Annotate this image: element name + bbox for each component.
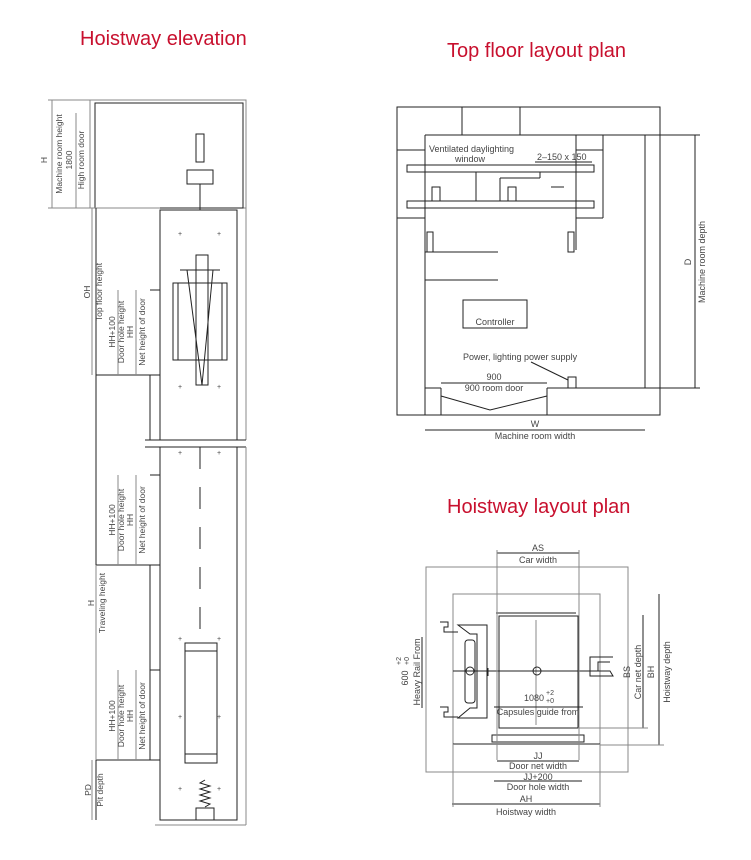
title-hoistway-elevation: Hoistway elevation bbox=[80, 28, 247, 50]
label-w: W bbox=[531, 419, 540, 429]
label-window-size: 2–150 x 150 bbox=[537, 152, 587, 162]
label-hh100: HH+100 bbox=[107, 504, 117, 536]
power-supply-box bbox=[567, 376, 577, 389]
label-rail-tol-zero: +0 bbox=[404, 657, 411, 665]
label-door-hole-height: Door hole height bbox=[116, 488, 126, 551]
car-outline bbox=[498, 615, 579, 729]
counterweight-plan bbox=[464, 639, 476, 704]
label-door-hole-width: Door hole width bbox=[507, 782, 570, 792]
label-hh100: HH+100 bbox=[107, 316, 117, 348]
label-window-2: window bbox=[454, 154, 486, 164]
label-net-height-door: Net height of door bbox=[137, 682, 147, 750]
elevator-car bbox=[172, 282, 228, 361]
beam bbox=[406, 164, 595, 173]
svg-text:+: + bbox=[178, 231, 182, 238]
hoistway-plan: AS Car width 600 +2 +0 Heavy Rail From 1… bbox=[396, 543, 672, 817]
label-door-hole-height: Door hole height bbox=[116, 300, 126, 363]
label-machine-room-height: Machine room height bbox=[54, 114, 64, 194]
label-window: Ventilated daylighting bbox=[429, 144, 514, 154]
label-hh: HH bbox=[125, 514, 135, 526]
shaft-upper bbox=[159, 209, 238, 441]
buffer-spring bbox=[198, 779, 212, 808]
label-controller: Controller bbox=[475, 317, 514, 327]
svg-text:+: + bbox=[178, 450, 182, 457]
label-guide-tol-zero: +0 bbox=[546, 698, 554, 705]
label-door-hole-height: Door hole height bbox=[116, 684, 126, 747]
label-d: D bbox=[683, 258, 693, 265]
label-power-supply: Power, lighting power supply bbox=[463, 352, 578, 362]
label-high-room-door: High room door bbox=[76, 131, 86, 190]
label-car-net-depth: Car net depth bbox=[633, 645, 643, 700]
top-floor-plan: Controller Ventilated daylighting window… bbox=[396, 106, 707, 441]
svg-text:+: + bbox=[178, 384, 182, 391]
label-top-floor-height: Top floor height bbox=[94, 262, 104, 321]
svg-text:+: + bbox=[217, 384, 221, 391]
label-rail-tol-plus: +2 bbox=[396, 657, 403, 665]
svg-text:+: + bbox=[217, 714, 221, 721]
label-machine-room-width: Machine room width bbox=[495, 431, 576, 441]
label-hh: HH bbox=[125, 326, 135, 338]
shaft-lower bbox=[159, 446, 238, 821]
hoistway-elevation: ++ ++ ++ ++ ++ ++ H Machine room heigh bbox=[39, 99, 247, 826]
svg-text:+: + bbox=[217, 636, 221, 643]
door-sill bbox=[491, 734, 585, 743]
label-oh: OH bbox=[82, 286, 92, 299]
label-hh100: HH+100 bbox=[107, 700, 117, 732]
label-jj200: JJ+200 bbox=[523, 772, 552, 782]
label-hh: HH bbox=[125, 710, 135, 722]
traction-machine bbox=[195, 133, 205, 163]
label-traveling-height: Traveling height bbox=[97, 572, 107, 633]
label-guide-value: 1080 bbox=[524, 693, 544, 703]
label-guide-tol-plus: +2 bbox=[546, 690, 554, 697]
label-bh: BH bbox=[646, 666, 656, 679]
label-1800: 1800 bbox=[64, 150, 74, 169]
svg-text:+: + bbox=[217, 786, 221, 793]
label-door-net-width: Door net width bbox=[509, 761, 567, 771]
label-mr-h: H bbox=[39, 157, 49, 163]
building-outline bbox=[396, 106, 661, 416]
door-swing bbox=[440, 395, 548, 411]
svg-text:+: + bbox=[178, 786, 182, 793]
label-heavy-rail: Heavy Rail From bbox=[412, 638, 422, 705]
label-room-door: 900 room door bbox=[465, 383, 524, 393]
label-net-height-door: Net height of door bbox=[137, 486, 147, 554]
label-net-height-door: Net height of door bbox=[137, 298, 147, 366]
guide-rail-right bbox=[589, 656, 614, 677]
svg-text:+: + bbox=[217, 231, 221, 238]
label-travel-h: H bbox=[86, 600, 96, 606]
label-hoistway-depth: Hoistway depth bbox=[662, 641, 672, 703]
label-machine-room-depth: Machine room depth bbox=[697, 221, 707, 303]
label-door-900: 900 bbox=[486, 372, 501, 382]
svg-text:+: + bbox=[178, 714, 182, 721]
label-bs: BS bbox=[622, 666, 632, 678]
hoistway-outer-wall bbox=[425, 566, 629, 773]
label-pd: PD bbox=[83, 784, 93, 796]
label-pit-depth: Pit depth bbox=[95, 773, 105, 807]
title-top-floor-plan: Top floor layout plan bbox=[447, 40, 626, 62]
beam bbox=[406, 200, 595, 209]
counterweight bbox=[184, 642, 218, 764]
label-car-width: Car width bbox=[519, 555, 557, 565]
label-jj: JJ bbox=[534, 751, 543, 761]
label-ah: AH bbox=[520, 794, 533, 804]
label-hoistway-width: Hoistway width bbox=[496, 807, 556, 817]
machine-room-outline bbox=[89, 99, 247, 209]
svg-text:+: + bbox=[217, 450, 221, 457]
title-hoistway-plan: Hoistway layout plan bbox=[447, 496, 630, 518]
svg-text:+: + bbox=[178, 636, 182, 643]
label-capsules-guide: Capsules guide from bbox=[497, 707, 580, 717]
label-rail-value: 600 bbox=[400, 670, 410, 685]
controller-box bbox=[462, 299, 528, 329]
label-as: AS bbox=[532, 543, 544, 553]
